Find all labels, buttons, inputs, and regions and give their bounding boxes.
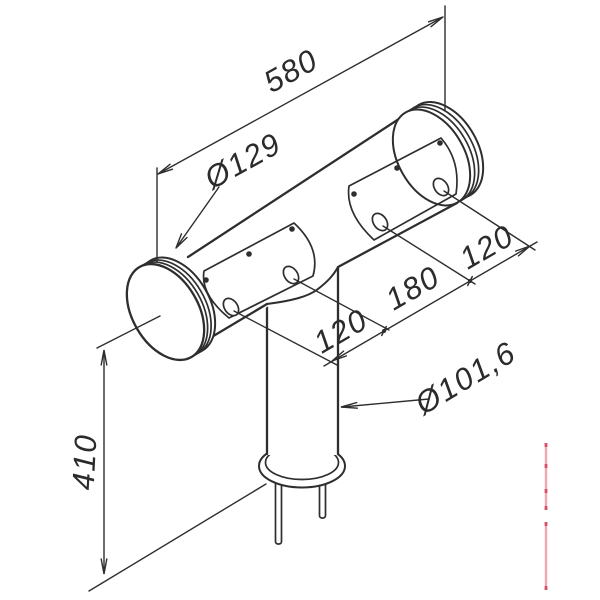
tube-bottom-edge-left	[203, 302, 269, 343]
anchor-prong-left	[274, 477, 283, 545]
dimension-label-580: 580	[258, 42, 324, 100]
plate-right-pinhole-2	[394, 165, 400, 171]
plate-right-pinhole-3	[437, 140, 443, 146]
extension-line	[293, 278, 390, 331]
post-assembly	[258, 265, 346, 545]
dimension-line	[323, 241, 538, 367]
plate-right-outline	[347, 137, 458, 241]
arrowhead-icon	[427, 16, 444, 28]
leader-line	[341, 398, 430, 408]
arrowhead-icon	[100, 558, 108, 575]
plate-right-pinhole-1	[351, 191, 357, 197]
dimension-label-129: Ø129	[198, 126, 287, 197]
post-tube-saddle-curve	[266, 266, 339, 305]
extension-line	[382, 225, 476, 285]
plate-left-pinhole-1	[203, 277, 209, 283]
arrowhead-icon	[175, 233, 188, 249]
extension-line	[96, 315, 161, 349]
dimension-post-height: 410	[66, 315, 267, 592]
tube-body-fill	[188, 113, 457, 341]
arrowhead-icon	[514, 245, 531, 257]
extension-line	[233, 310, 338, 366]
arrowhead-icon	[157, 163, 174, 175]
plate-left-pinhole-3	[289, 226, 295, 232]
arrowhead-icon	[340, 401, 358, 409]
left-end-cap	[125, 256, 217, 362]
extension-line	[88, 483, 267, 592]
chain-point	[382, 329, 386, 333]
chain-point	[468, 279, 472, 283]
arrowhead-icon	[100, 349, 108, 366]
post-body-fill	[267, 270, 338, 455]
dimension-label-410: 410	[66, 433, 104, 491]
plate-left-pinhole-2	[246, 251, 252, 257]
right-end-cap	[391, 101, 485, 207]
dimension-line	[157, 16, 444, 175]
tube-top-edge	[186, 111, 410, 259]
mounting-plate-left	[202, 222, 316, 319]
dimension-label-120-right: 120	[454, 218, 520, 276]
leader-line	[175, 186, 220, 249]
extension-line	[443, 190, 536, 251]
dimension-label-101-6: Ø101,6	[408, 334, 522, 422]
tube-assembly	[186, 111, 459, 343]
dimension-label-180: 180	[380, 259, 446, 317]
plate-left-outline	[202, 222, 316, 319]
dimension-post-diameter: Ø101,6	[340, 334, 522, 422]
arrowhead-icon	[331, 350, 348, 362]
